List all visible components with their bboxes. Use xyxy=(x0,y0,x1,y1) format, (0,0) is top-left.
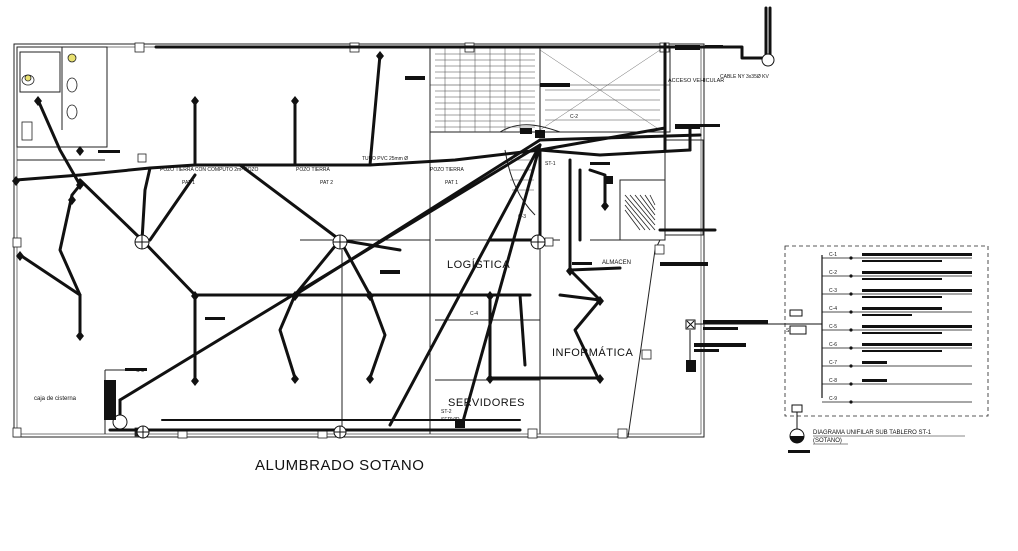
note-pozo-3: POZO TIERRA xyxy=(430,167,464,173)
circuit-description-block xyxy=(862,296,942,298)
breaker-symbol xyxy=(849,274,853,278)
circuit-row: C-3 xyxy=(822,288,972,298)
note-pat-2: PAT 2 xyxy=(320,180,333,186)
shaft-hatch xyxy=(624,194,656,231)
room-label-servidores: SERVIDORES xyxy=(448,397,525,409)
circuit-label: C-5 xyxy=(829,324,837,330)
tag-blocks xyxy=(98,45,723,428)
note-pozo-2: POZO TIERRA xyxy=(296,167,330,173)
circuit-description-block xyxy=(862,271,972,274)
room-label-cisterna: caja de cisterna xyxy=(34,396,77,402)
circuit-row: C-6 xyxy=(822,342,972,352)
breaker-symbol xyxy=(849,328,853,332)
sld-subtitle: (SOTANO) xyxy=(813,438,842,444)
light-fixtures xyxy=(112,53,775,439)
wiring xyxy=(14,6,772,432)
breaker-symbol xyxy=(849,400,853,404)
circuit-label: C-9 xyxy=(829,396,837,402)
circuit-label: C-6 xyxy=(829,342,837,348)
light-fixture-3 xyxy=(530,234,546,250)
breaker-symbol xyxy=(849,256,853,260)
circuit-row: C-1 xyxy=(822,252,972,262)
note-pat-1: PAT 1 xyxy=(182,180,195,186)
circuit-description-block xyxy=(862,260,942,262)
circuit-label: C-1 xyxy=(829,252,837,258)
circuit-description-block xyxy=(862,253,972,256)
light-fixture-5 xyxy=(333,425,347,439)
light-fixture-1 xyxy=(134,234,150,250)
circuit-row: C-7 xyxy=(822,360,972,368)
circuit-row: C-5 xyxy=(822,324,972,334)
stair-treads xyxy=(435,47,661,191)
note-c3: C-3 xyxy=(518,214,526,220)
single-line-diagram: C-1C-2C-3C-4C-5C-6C-7C-8C-9 DIAGRAMA UNI… xyxy=(685,245,989,453)
note-c4: C-4 xyxy=(470,311,478,317)
drawing-title: ALUMBRADO SOTANO xyxy=(255,457,424,474)
circuit-label: C-4 xyxy=(829,306,837,312)
light-fixture-2 xyxy=(332,234,348,250)
note-st2-b: SERVID xyxy=(441,417,460,423)
note-c8: C-8 xyxy=(136,368,144,374)
circuit-description-block xyxy=(862,289,972,292)
circuit-label: C-8 xyxy=(829,378,837,384)
light-fixture-7 xyxy=(112,414,128,430)
circuit-row: C-9 xyxy=(822,396,972,404)
room-label-informatica: INFORMÁTICA xyxy=(552,346,633,359)
note-cable: CABLE NY 3x35Ø KV xyxy=(720,74,769,80)
circuit-rows: C-1C-2C-3C-4C-5C-6C-7C-8C-9 xyxy=(822,252,972,404)
note-tubo-pvc: TUBO PVC 25mm Ø xyxy=(362,156,408,162)
circuit-label: C-7 xyxy=(829,360,837,366)
circuit-row: C-4 xyxy=(822,306,972,316)
circuit-description-block xyxy=(862,278,942,280)
circuit-row: C-2 xyxy=(822,270,972,280)
circuit-description-block xyxy=(862,343,972,346)
note-st1: ST-1 xyxy=(545,161,556,167)
breaker-symbol xyxy=(849,292,853,296)
circuit-label: C-3 xyxy=(829,288,837,294)
breaker-symbol xyxy=(849,346,853,350)
circuit-row: C-8 xyxy=(822,378,972,386)
room-label-acceso: ACCESO VEHICULAR xyxy=(668,78,724,84)
note-pozo-1: POZO TIERRA CON COMPUTO 2m² POZO xyxy=(160,167,259,173)
breaker-symbol xyxy=(849,382,853,386)
circuit-description-block xyxy=(862,314,912,316)
circuit-label: C-2 xyxy=(829,270,837,276)
sld-title: DIAGRAMA UNIFILAR SUB TABLERO ST-1 xyxy=(813,430,932,436)
light-fixture-6 xyxy=(761,53,775,67)
circuit-description-block xyxy=(862,332,942,334)
breaker-symbol xyxy=(849,310,853,314)
note-pat-3: PAT 1 xyxy=(445,180,458,186)
circuit-description-block xyxy=(862,361,887,364)
circuit-description-block xyxy=(862,350,942,352)
light-fixture-4 xyxy=(136,425,150,439)
luminaire-markers xyxy=(12,51,609,386)
room-label-almacen: ALMACEN xyxy=(602,260,631,266)
circuit-description-block xyxy=(862,325,972,328)
note-st2-a: ST-2 xyxy=(441,409,452,415)
breaker-symbol xyxy=(849,364,853,368)
circuit-description-block xyxy=(862,379,887,382)
bathroom-fixtures xyxy=(21,53,78,141)
room-label-logistica: LOGÍSTICA xyxy=(447,258,510,271)
circuit-description-block xyxy=(862,307,942,310)
note-c2: C-2 xyxy=(570,114,578,120)
